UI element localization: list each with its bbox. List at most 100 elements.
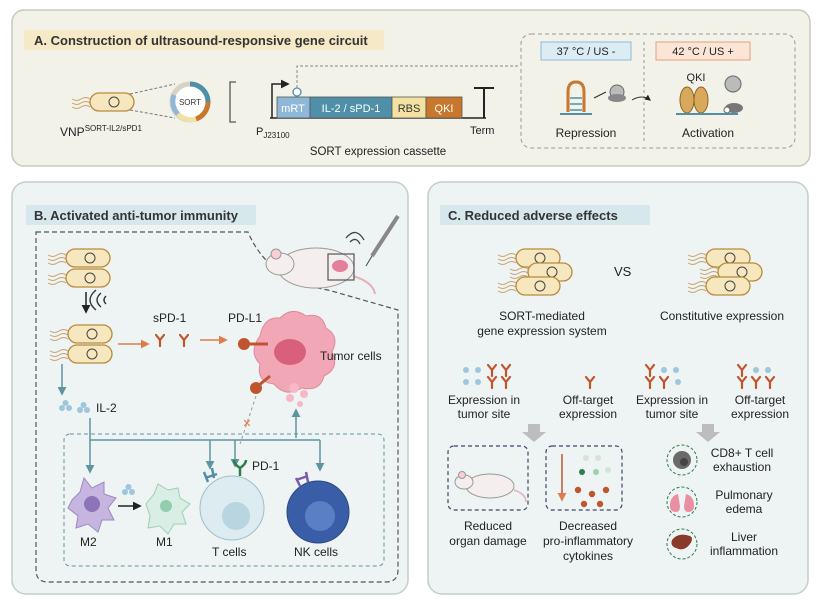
- healthy-mouse-icon: [454, 471, 527, 503]
- panel-a-title: A. Construction of ultrasound-responsive…: [34, 33, 368, 48]
- m1-label: M1: [156, 535, 173, 549]
- right-expr-tumor-2: tumor site: [646, 407, 699, 421]
- left-tumor-molecules: [463, 363, 512, 390]
- panel-b-background: [11, 181, 409, 595]
- transition-arrow: [631, 94, 651, 101]
- decreased-label-2: pro-inflammatory: [543, 534, 633, 548]
- panel-a-title-bg: [24, 30, 384, 50]
- left-expr-tumor-1: Expression in: [448, 393, 520, 407]
- ribosome-icon-left: [608, 84, 626, 102]
- left-offtarget-1: Off-target: [563, 393, 614, 407]
- pd1-label: PD-1: [252, 459, 280, 473]
- pd1-receptor: [232, 459, 248, 476]
- right-offtarget-molecules: [736, 363, 776, 390]
- term-label: Term: [470, 125, 494, 137]
- right-down-arrow: [696, 424, 720, 442]
- vnp-label: VNPSORT-IL2/sPD1: [60, 124, 142, 139]
- tcell-receptor: [202, 467, 218, 483]
- organ-damage-box: [447, 445, 529, 511]
- cassette-il2-label: IL-2 / sPD-1: [322, 103, 381, 115]
- liver-label-2: inflammation: [710, 544, 778, 558]
- cassette-qki: [425, 96, 463, 119]
- panel-c-title-bg: [440, 205, 650, 225]
- cd8-label-2: exhaustion: [713, 460, 771, 474]
- cd8-label-1: CD8+ T cell: [711, 446, 774, 460]
- promoter-label: PJ23100: [256, 126, 290, 140]
- spd1-label: sPD-1: [153, 311, 187, 325]
- reduced-label-1: Reduced: [464, 519, 512, 533]
- repression-label: Repression: [556, 126, 617, 140]
- qki-protein-icon: [679, 86, 709, 114]
- left-offtarget-2: expression: [559, 407, 617, 421]
- promoter-arrow: [271, 79, 290, 118]
- ultrasound-icon-b: [89, 289, 107, 311]
- cytokine-box: [545, 445, 623, 511]
- panel-a: A. Construction of ultrasound-responsive…: [11, 9, 811, 167]
- m2-label: M2: [80, 535, 97, 549]
- liver-label-1: Liver: [731, 530, 757, 544]
- cond-left-label: 37 °C / US -: [557, 46, 616, 58]
- nkcells-label: NK cells: [294, 545, 338, 559]
- zoom-line-bottom: [129, 109, 176, 119]
- sort-system-label-1: SORT-mediated: [499, 309, 585, 323]
- tumor-cell: [253, 311, 336, 407]
- pulm-label-1: Pulmonary: [715, 488, 772, 502]
- plasmid-label: SORT: [179, 98, 201, 107]
- pdl1-label: PD-L1: [228, 311, 262, 325]
- pdl1-receptor-1: [238, 338, 268, 350]
- m1-macrophage: [145, 483, 191, 535]
- activation-label: Activation: [682, 126, 734, 140]
- cd8-exhaustion-icon: [666, 444, 698, 476]
- terminator-symbol: [474, 87, 494, 118]
- pdl1-receptor-2: [250, 374, 271, 394]
- nk-cell-nucleus: [305, 501, 335, 531]
- reduced-label-2: organ damage: [449, 534, 527, 548]
- cytokine-dots: [574, 455, 611, 508]
- nk-receptor: [294, 471, 310, 487]
- panel-b-title-bg: [26, 205, 256, 225]
- mrt-callout: [296, 65, 518, 88]
- immune-cells-box: [63, 433, 385, 567]
- cassette-rbs-label: RBS: [398, 103, 421, 115]
- cond-right-badge: [655, 41, 751, 61]
- right-offtarget-2: expression: [731, 407, 789, 421]
- blocked-cross: ✕: [242, 418, 251, 430]
- vs-label: VS: [614, 264, 632, 279]
- panel-c-title: C. Reduced adverse effects: [448, 208, 618, 223]
- sort-system-label-2: gene expression system: [477, 324, 606, 338]
- il2-label: IL-2: [96, 401, 117, 415]
- tumor-cells-label: Tumor cells: [320, 349, 382, 363]
- decreased-label-1: Decreased: [559, 519, 617, 533]
- t-cell-nucleus: [222, 502, 250, 530]
- cond-right-label: 42 °C / US +: [672, 46, 734, 58]
- right-offtarget-1: Off-target: [735, 393, 786, 407]
- condition-box: [520, 33, 796, 149]
- panel-b: B. Activated anti-tumor immunity sPD-1 P…: [11, 181, 409, 595]
- pulm-label-2: edema: [726, 502, 763, 516]
- cassette-bracket: [229, 81, 236, 123]
- ribosome-icon-right: [723, 75, 743, 114]
- pd1-interaction-line: [239, 395, 257, 445]
- constitutive-label: Constitutive expression: [660, 309, 784, 323]
- liver-icon: [666, 528, 698, 560]
- m2-macrophage: [67, 476, 117, 533]
- left-expr-tumor-2: tumor site: [458, 407, 511, 421]
- panel-b-title: B. Activated anti-tumor immunity: [34, 208, 239, 223]
- sort-plasmid: [169, 81, 211, 123]
- repression-bar: [593, 91, 607, 99]
- decreased-label-3: cytokines: [563, 549, 613, 563]
- panel-c: C. Reduced adverse effects VS SORT-media…: [427, 181, 809, 595]
- zoom-line-top: [129, 83, 176, 95]
- cassette-mrt-label: mRT: [281, 103, 305, 115]
- cond-left-badge: [540, 41, 632, 61]
- cassette-qki-label: QKI: [435, 103, 454, 115]
- cassette-caption: SORT expression cassette: [310, 146, 446, 158]
- mrt-marker: [292, 87, 302, 97]
- left-down-arrow: [522, 424, 546, 442]
- lung-icon: [666, 486, 698, 518]
- rna-hairpin-icon: [560, 80, 592, 115]
- mouse-injection-icon: [265, 214, 400, 295]
- right-expr-tumor-1: Expression in: [636, 393, 708, 407]
- tcells-label: T cells: [212, 545, 246, 559]
- right-tumor-molecules: [644, 363, 681, 390]
